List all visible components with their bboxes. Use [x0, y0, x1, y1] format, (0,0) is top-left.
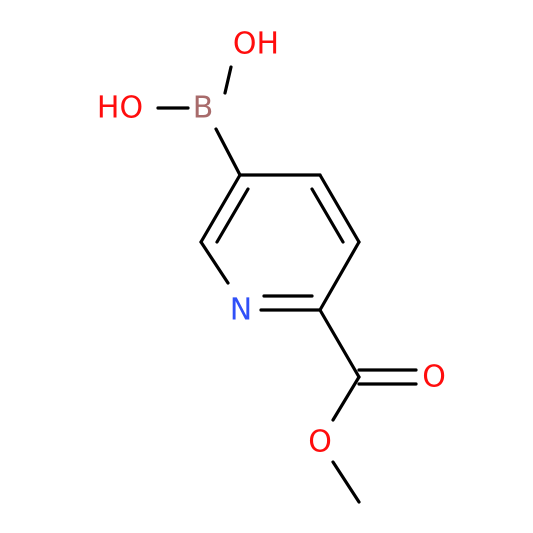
bond-o-methyl — [331, 460, 361, 504]
bond-b-oh-top — [223, 65, 233, 95]
bond-c6-c5-inner — [215, 187, 250, 244]
bond-c6-c5 — [199, 173, 242, 244]
ester-oxygen-label: O — [308, 425, 332, 460]
bond-b-c5 — [214, 127, 242, 177]
bond-c4-c3 — [318, 173, 361, 244]
bond-c2-ccarbonyl — [318, 308, 361, 379]
carbonyl-oxygen-label: O — [422, 360, 446, 395]
boron-label: B — [193, 91, 214, 126]
bond-c-o-ester — [331, 375, 361, 422]
bonds — [156, 65, 418, 504]
nitrogen-label: N — [230, 293, 252, 328]
bond-n-c6 — [199, 240, 230, 285]
oh-top-label: OH — [233, 27, 279, 62]
atom-labels: OH HO B N O O — [97, 27, 446, 460]
ho-left-label: HO — [97, 91, 143, 126]
bond-c3-c2 — [318, 240, 361, 312]
bond-c4-c3-inner — [310, 187, 345, 244]
